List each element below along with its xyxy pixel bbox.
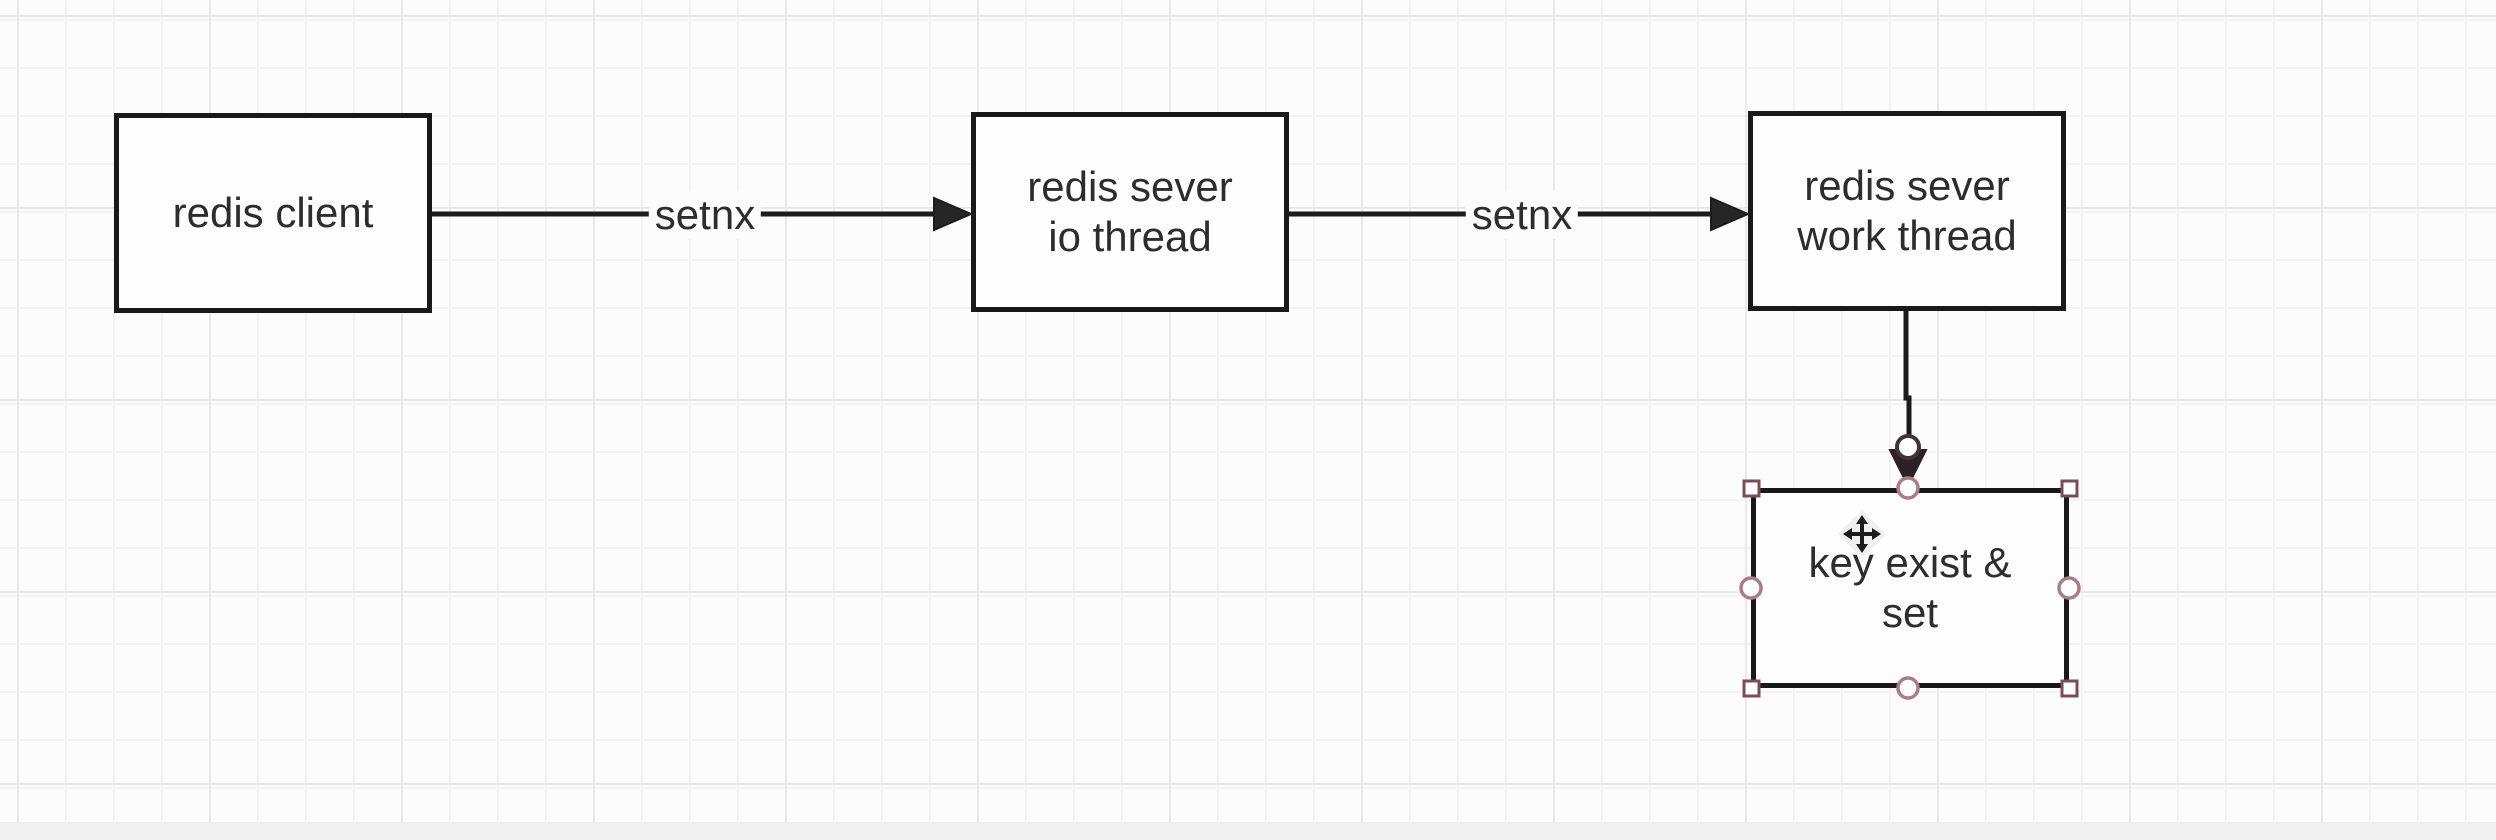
node-redis-server-work-thread[interactable]: redis sever work thread xyxy=(1748,111,2066,311)
edge-label-setnx-2[interactable]: setnx xyxy=(1465,191,1579,239)
node-redis-client[interactable]: redis client xyxy=(114,113,432,313)
node-redis-server-work-thread-label: redis sever work thread xyxy=(1797,162,2017,259)
node-key-exist-and-set[interactable]: key exist & set xyxy=(1751,488,2069,688)
edge-label-setnx-1[interactable]: setnx xyxy=(648,191,762,239)
canvas-bottom-strip xyxy=(0,822,2496,840)
node-redis-server-io-thread[interactable]: redis sever io thread xyxy=(971,112,1289,312)
node-redis-client-label: redis client xyxy=(172,189,374,237)
node-redis-server-io-thread-label: redis sever io thread xyxy=(1027,163,1233,260)
node-key-exist-and-set-label: key exist & set xyxy=(1808,539,2012,636)
